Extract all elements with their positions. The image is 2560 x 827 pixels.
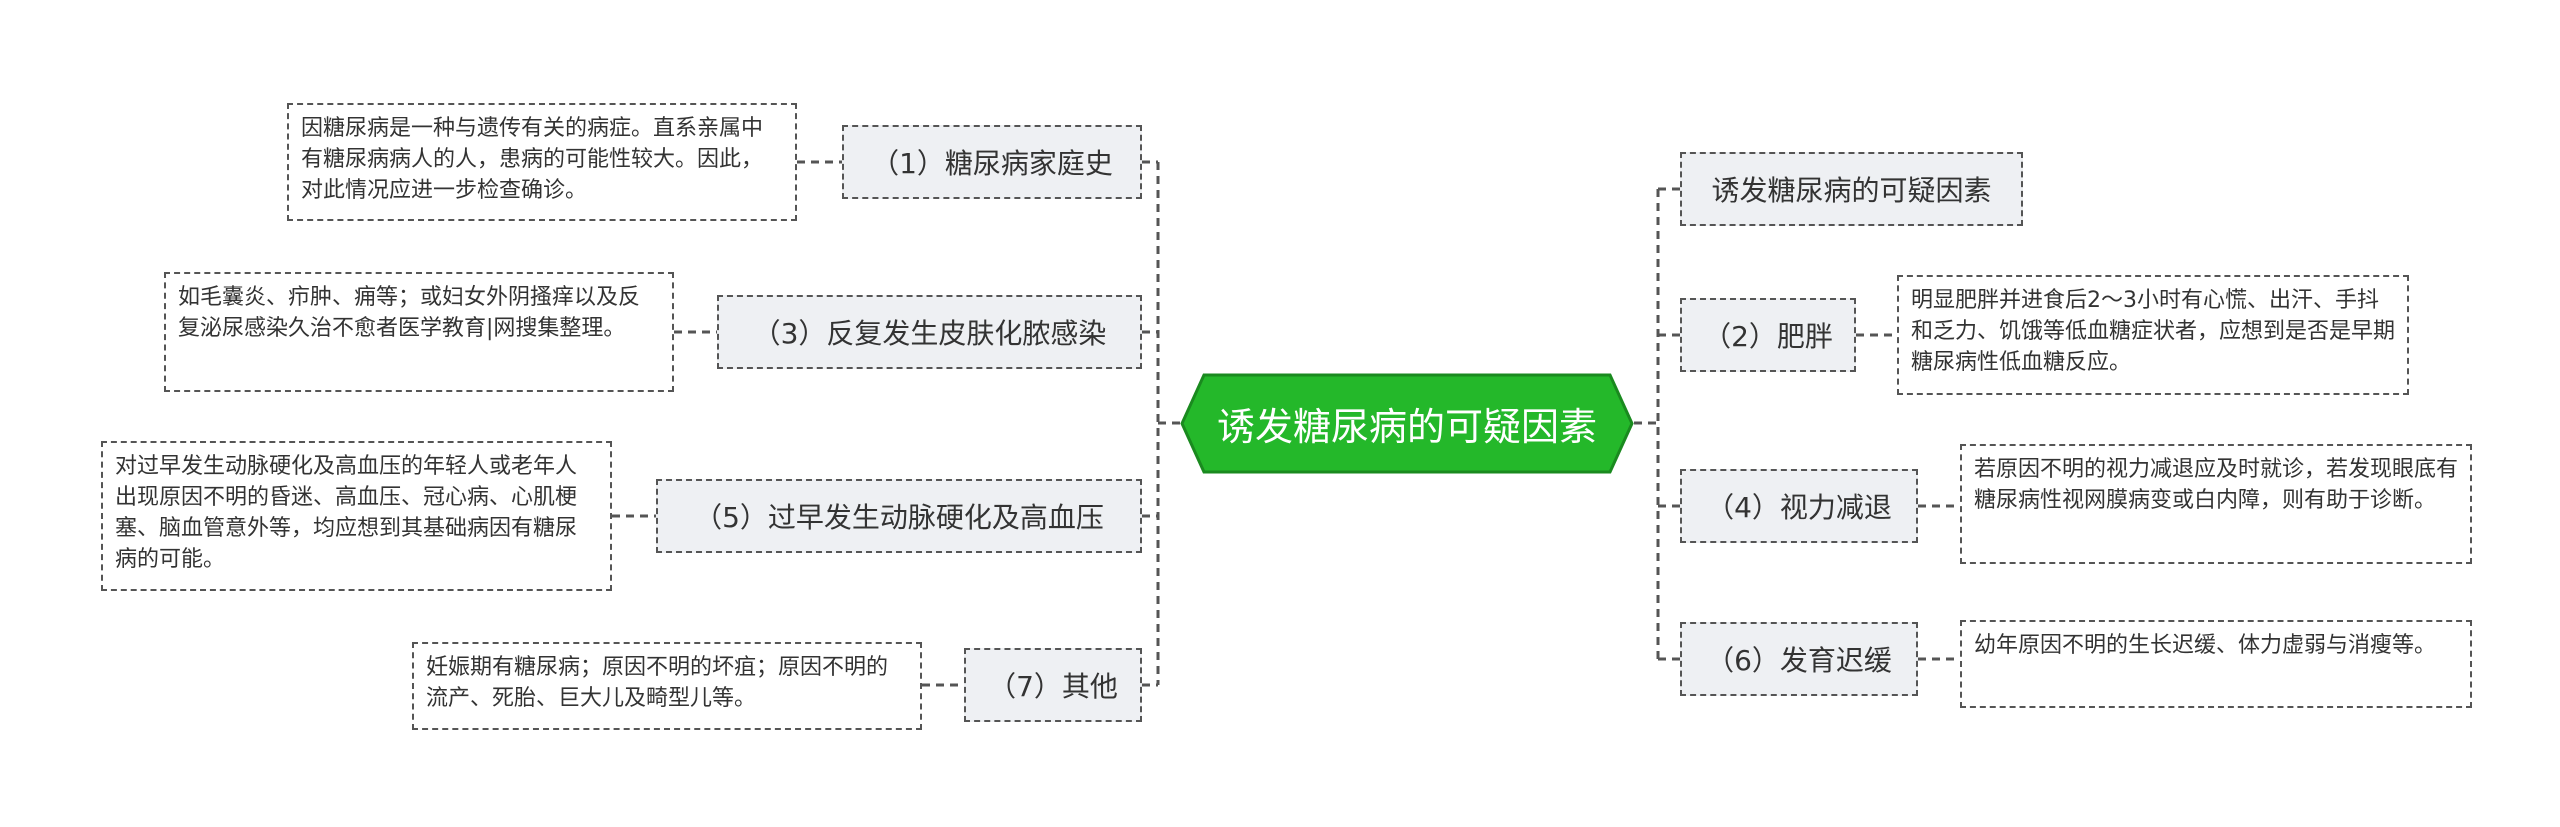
topic-skin-infection-label: （3）反复发生皮肤化脓感染	[752, 317, 1107, 350]
note-vision-loss: 若原因不明的视力减退应及时就诊，若发现眼底有糖尿病性视网膜病变或白内障，则有助于…	[1960, 444, 2472, 564]
central-topic-label: 诱发糖尿病的可疑因素	[1216, 405, 1597, 449]
note-skin-infection: 如毛囊炎、疖肿、痈等；或妇女外阴搔痒以及反复泌尿感染久治不愈者医学教育|网搜集整…	[164, 272, 674, 392]
topic-arteriosclerosis-label: （5）过早发生动脉硬化及高血压	[694, 501, 1104, 534]
topic-other-label: （7）其他	[988, 670, 1118, 703]
topic-suspicious-factors-label: 诱发糖尿病的可疑因素	[1711, 174, 1992, 207]
topic-arteriosclerosis[interactable]: （5）过早发生动脉硬化及高血压	[656, 479, 1142, 553]
topic-vision-loss-label: （4）视力减退	[1706, 491, 1892, 524]
note-growth-delay-text: 幼年原因不明的生长迟缓、体力虚弱与消瘦等。	[1974, 633, 2437, 658]
topic-growth-delay[interactable]: （6）发育迟缓	[1680, 622, 1918, 696]
note-family-history-text: 因糖尿病是一种与遗传有关的病症。直系亲属中有糖尿病病人的人，患病的可能性较大。因…	[301, 116, 764, 203]
topic-other[interactable]: （7）其他	[964, 648, 1142, 722]
note-skin-infection-text: 如毛囊炎、疖肿、痈等；或妇女外阴搔痒以及反复泌尿感染久治不愈者医学教育|网搜集整…	[178, 285, 641, 341]
central-topic-shape	[1180, 373, 1634, 474]
note-arteriosclerosis-text: 对过早发生动脉硬化及高血压的年轻人或老年人出现原因不明的昏迷、高血压、冠心病、心…	[115, 454, 578, 572]
topic-vision-loss[interactable]: （4）视力减退	[1680, 469, 1918, 543]
note-other: 妊娠期有糖尿病；原因不明的坏疽；原因不明的流产、死胎、巨大儿及畸型儿等。	[412, 642, 922, 730]
topic-suspicious-factors[interactable]: 诱发糖尿病的可疑因素	[1680, 152, 2023, 226]
topic-family-history-label: （1）糖尿病家庭史	[871, 147, 1113, 180]
topic-skin-infection[interactable]: （3）反复发生皮肤化脓感染	[717, 295, 1142, 369]
topic-family-history[interactable]: （1）糖尿病家庭史	[842, 125, 1142, 199]
note-vision-loss-text: 若原因不明的视力减退应及时就诊，若发现眼底有糖尿病性视网膜病变或白内障，则有助于…	[1974, 457, 2459, 513]
note-growth-delay: 幼年原因不明的生长迟缓、体力虚弱与消瘦等。	[1960, 620, 2472, 708]
topic-growth-delay-label: （6）发育迟缓	[1706, 644, 1892, 677]
central-topic[interactable]: 诱发糖尿病的可疑因素	[1180, 373, 1634, 474]
note-obesity: 明显肥胖并进食后2～3小时有心慌、出汗、手抖和乏力、饥饿等低血糖症状者，应想到是…	[1897, 275, 2409, 395]
note-other-text: 妊娠期有糖尿病；原因不明的坏疽；原因不明的流产、死胎、巨大儿及畸型儿等。	[426, 655, 889, 711]
topic-obesity-label: （2）肥胖	[1703, 320, 1833, 353]
topic-obesity[interactable]: （2）肥胖	[1680, 298, 1856, 372]
note-family-history: 因糖尿病是一种与遗传有关的病症。直系亲属中有糖尿病病人的人，患病的可能性较大。因…	[287, 103, 797, 221]
note-obesity-text: 明显肥胖并进食后2～3小时有心慌、出汗、手抖和乏力、饥饿等低血糖症状者，应想到是…	[1911, 288, 2396, 375]
note-arteriosclerosis: 对过早发生动脉硬化及高血压的年轻人或老年人出现原因不明的昏迷、高血压、冠心病、心…	[101, 441, 612, 591]
